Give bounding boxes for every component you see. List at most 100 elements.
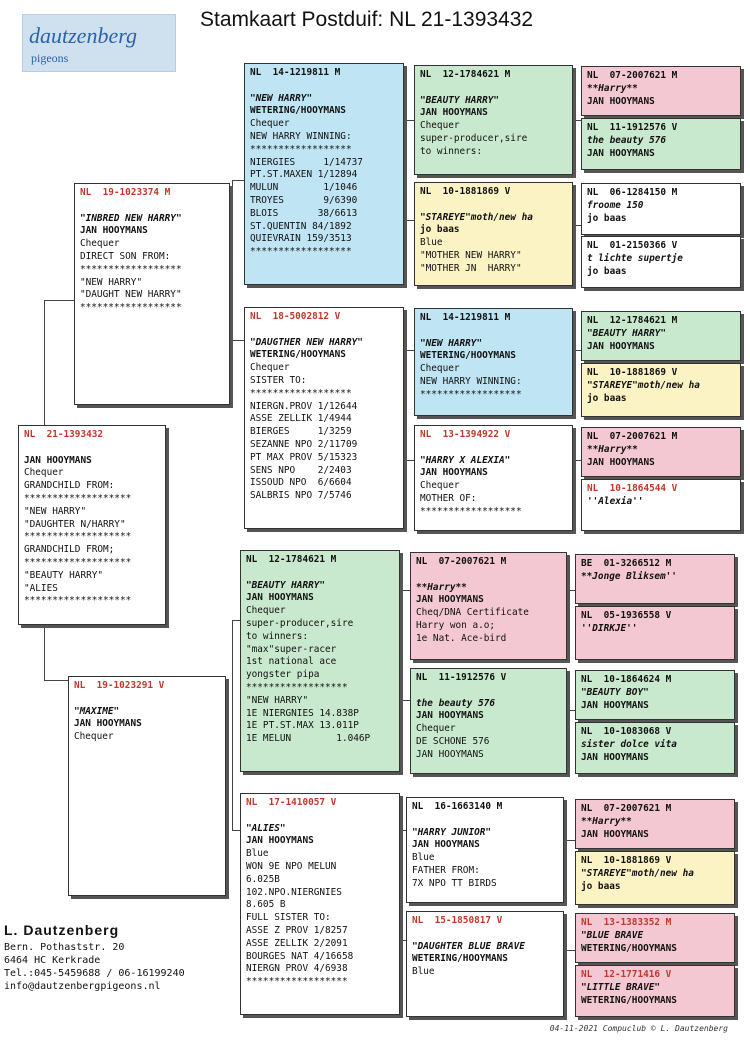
pigeon-name: "HARRY X ALEXIA" (420, 454, 511, 466)
pedigree-card-sss: NL 12-1784621 M "BEAUTY HARRY"JAN HOOYMA… (414, 65, 573, 175)
owner-name: JAN HOOYMANS (80, 225, 148, 237)
connector-line (44, 300, 45, 425)
connector-line (567, 590, 575, 591)
owner-name: JAN HOOYMANS (581, 828, 649, 840)
card-line: 102.NPO.NIERGNIES (246, 886, 342, 898)
owner-name: JAN HOOYMANS (74, 718, 142, 730)
connector-line (573, 350, 581, 351)
ring-number: NL 01-2150366 V (587, 240, 678, 251)
pigeon-name: "LITTLE BRAVE" (581, 981, 661, 993)
card-line (412, 928, 558, 941)
card-line: GRANDCHILD FROM; (24, 544, 115, 556)
pigeon-name: ''Alexia'' (587, 495, 644, 507)
ring-number: NL 07-2007621 M (587, 431, 678, 442)
connector-line (232, 180, 233, 340)
connector-line (232, 180, 244, 181)
card-line: Chequer (250, 362, 290, 374)
pigeon-name: ''DIRKJE'' (581, 622, 638, 634)
owner-name: JAN HOOYMANS (587, 147, 655, 159)
connector-line (400, 830, 408, 831)
pedigree-card-g16: NL 12-1771416 V"LITTLE BRAVE"WETERING/HO… (575, 965, 735, 1017)
card-line: NIERGN PROV 4/6938 (246, 963, 348, 975)
connector-line (404, 350, 414, 351)
connector-line (573, 120, 581, 121)
card-line: "DAUGHTER N/HARRY" (24, 518, 126, 530)
card-line: ****************** (250, 387, 352, 399)
owner-name: JAN HOOYMANS (420, 467, 488, 479)
connector-line (404, 460, 414, 461)
card-line: Chequer (246, 605, 286, 617)
ring-number: NL 14-1219811 M (420, 312, 511, 323)
card-line: Chequer (420, 480, 460, 492)
ring-number: NL 12-1784621 M (587, 315, 678, 326)
pigeon-name: "BEAUTY HARRY" (587, 327, 667, 339)
card-line: SENS NPO 2/2403 (250, 464, 352, 476)
ring-number: NL 13-1394922 V (420, 429, 511, 440)
card-line: ASSE ZELLIK 2/2091 (246, 937, 348, 949)
card-line: ******************* (24, 556, 132, 568)
address-line: 6464 HC Kerkrade (4, 955, 101, 966)
owner-name: JAN HOOYMANS (416, 594, 484, 606)
card-line: JAN HOOYMANS (416, 748, 484, 760)
card-line: 6.025B (246, 873, 280, 885)
pigeon-name: "INBRED NEW HARRY" (80, 212, 182, 224)
card-line: Blue (420, 237, 443, 249)
pigeon-name: "STAREYE"moth/new ha (420, 211, 533, 223)
card-line (250, 80, 398, 93)
ring-number: NL 13-1383352 M (581, 917, 672, 928)
ring-number: NL 10-1881869 V (581, 855, 672, 866)
card-line: 1E PT.ST.MAX 13.011P (246, 720, 359, 732)
ring-number: BE 01-3266512 M (581, 558, 672, 569)
card-line: PT.ST.MAXEN 1/12894 (250, 169, 358, 181)
ring-number: NL 10-1864544 V (587, 483, 678, 494)
card-line (420, 442, 567, 455)
ring-number: NL 07-2007621 M (581, 803, 672, 814)
card-line: Chequer (420, 120, 460, 132)
ring-number: NL 10-1864624 M (581, 674, 672, 685)
card-line: ****************** (250, 143, 352, 155)
footer-credit: 04-11-2021 Compuclub © L. Dautzenberg (549, 1024, 728, 1033)
pigeon-name: the beauty 576 (416, 697, 496, 709)
pigeon-name: "STAREYE"moth/new ha (587, 379, 700, 391)
owner-name: JAN HOOYMANS (581, 751, 649, 763)
card-line: 1E NIERGNIES 14.838P (246, 707, 359, 719)
pigeon-name: "HARRY JUNIOR" (412, 826, 492, 838)
owner-name: JAN HOOYMANS (587, 95, 655, 107)
pigeon-name: "NEW HARRY" (420, 337, 483, 349)
pigeon-name: **Harry** (581, 815, 632, 827)
logo-text: dautzenberg (29, 23, 137, 48)
card-line: ******************* (24, 531, 132, 543)
connector-line (567, 840, 575, 841)
card-line: ****************** (246, 976, 348, 988)
card-line: SISTER TO: (250, 374, 307, 386)
card-line: BIERGES 1/3259 (250, 426, 352, 438)
pedigree-card-g13: NL 07-2007621 M**Harry**JAN HOOYMANS (575, 799, 735, 849)
connector-line (44, 625, 45, 680)
ring-number: NL 18-5002812 V (250, 311, 341, 322)
ring-number: NL 19-1023291 V (74, 680, 165, 691)
card-line (80, 200, 224, 213)
card-line: ****************** (80, 263, 182, 275)
owner-name: WETERING/HOOYMANS (420, 350, 516, 362)
owner-name: JAN HOOYMANS (412, 839, 480, 851)
pedigree-card-sire-dam: NL 18-5002812 V "DAUGTHER NEW HARRY"WETE… (244, 307, 404, 529)
owner-name: JAN HOOYMANS (24, 454, 92, 466)
card-line: ****************** (80, 302, 182, 314)
card-line: Chequer (420, 363, 460, 375)
pigeon-name: "BEAUTY BOY" (581, 686, 649, 698)
owner-name: JAN HOOYMANS (587, 340, 655, 352)
card-line: yongster pipa (246, 669, 320, 681)
pedigree-card-sds: NL 14-1219811 M "NEW HARRY"WETERING/HOOY… (414, 308, 573, 416)
pedigree-card-g8: NL 10-1864544 V''Alexia'' (581, 479, 741, 531)
card-line: to winners: (420, 145, 483, 157)
ring-number: NL 07-2007621 M (587, 70, 678, 81)
connector-line (573, 225, 581, 226)
card-line: Chequer (80, 238, 120, 250)
